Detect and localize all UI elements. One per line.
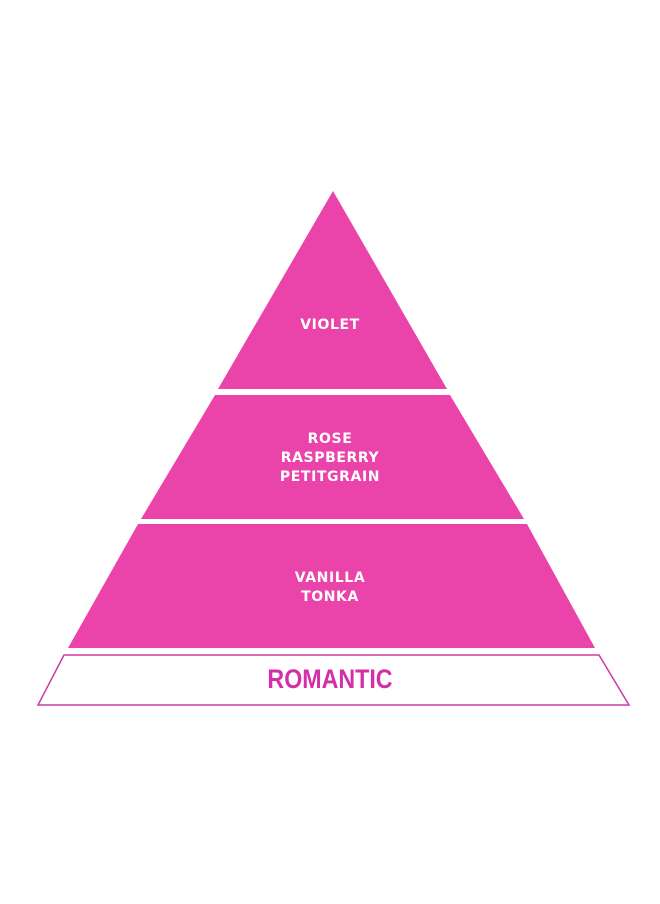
pyramid-tier-top bbox=[218, 191, 447, 389]
note-rose: ROSE bbox=[307, 431, 353, 447]
note-vanilla: VANILLA bbox=[294, 570, 366, 586]
pyramid-tier-base bbox=[68, 524, 595, 648]
tier-middle-notes: ROSE RASPBERRY PETITGRAIN bbox=[0, 430, 660, 487]
pyramid-tier-middle bbox=[141, 395, 524, 519]
note-petitgrain: PETITGRAIN bbox=[279, 469, 381, 485]
pyramid-label: ROMANTIC bbox=[267, 664, 393, 694]
tier-top-notes: VIOLET bbox=[0, 316, 660, 335]
tier-base-notes: VANILLA TONKA bbox=[0, 569, 660, 607]
note-violet: VIOLET bbox=[300, 317, 360, 333]
note-raspberry: RASPBERRY bbox=[280, 450, 380, 466]
note-tonka: TONKA bbox=[301, 589, 359, 605]
pyramid-label-band bbox=[36, 654, 631, 706]
